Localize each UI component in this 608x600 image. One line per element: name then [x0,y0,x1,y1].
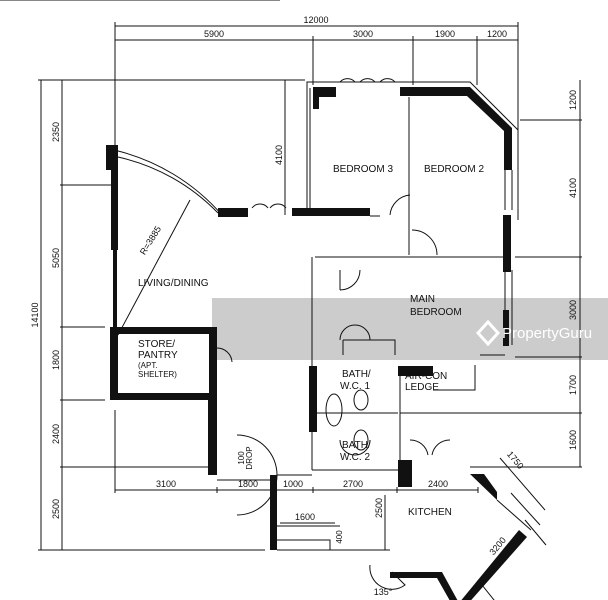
label-store-4: SHELTER) [138,370,177,379]
dim-right-5: 1600 [568,430,578,450]
label-living-dining: LIVING/DINING [138,278,209,289]
label-aircon-2: LEDGE [405,382,439,393]
label-bedroom-3: BEDROOM 3 [333,164,393,175]
watermark-band [212,298,608,360]
dim-bottom-3: 1000 [283,479,303,489]
bottom-dimensions: 3100 1800 1000 2700 2400 [114,410,479,493]
dim-bottom-5: 2400 [428,479,448,489]
dim-top-total: 12000 [303,15,328,25]
left-dimensions: 14100 2350 5050 1800 2400 2500 4100 [30,79,305,551]
label-bath-2b: W.C. 2 [340,452,370,463]
dim-kitchen-1600: 1600 [295,512,315,522]
dim-top-2: 3000 [353,29,373,39]
dim-right-1: 1200 [568,90,578,110]
label-store-1: STORE/ [138,339,175,350]
dim-left-4: 2400 [51,424,61,444]
dim-left-1: 2350 [51,122,61,142]
label-bath-1a: BATH/ [342,369,371,380]
dim-top-4: 1200 [487,29,507,39]
dim-kitchen-400: 400 [335,530,344,544]
propertyguru-watermark: PropertyGuru [475,319,592,347]
right-dimensions: 1200 4100 3000 1700 1600 [400,80,582,468]
dim-bottom-4: 2700 [343,479,363,489]
label-store-2: PANTRY [138,350,178,361]
room-labels: BEDROOM 3 BEDROOM 2 LIVING/DINING MAIN B… [138,164,484,518]
label-aircon-1: AIR-CON [405,371,447,382]
label-main-bedroom-2: BEDROOM [410,307,462,318]
propertyguru-logo-icon [475,319,501,347]
drop-label-2: DROP [245,446,254,469]
dim-top-3: 1900 [435,29,455,39]
top-dimensions: 12000 5900 3000 1900 1200 [114,15,519,160]
dim-left-3: 1800 [51,350,61,370]
label-bath-1b: W.C. 1 [340,381,370,392]
label-store-3: (APT. [138,361,158,370]
dim-right-2: 4100 [568,178,578,198]
dim-bottom-1: 3100 [156,479,176,489]
drop-label-1: 100 [237,451,246,465]
label-bath-2a: BATH/ [342,440,371,451]
dim-left-5: 2500 [51,499,61,519]
dim-bottom-2: 1800 [238,479,258,489]
dim-living-height: 4100 [274,145,284,165]
dim-kitchen-2500: 2500 [374,498,384,518]
dim-left-2: 5050 [51,248,61,268]
dim-right-4: 1700 [568,375,578,395]
radius-label: R=3885 [138,224,163,256]
dim-right-3: 3000 [568,300,578,320]
label-main-bedroom-1: MAIN [410,294,435,305]
walls [106,87,527,600]
label-bedroom-2: BEDROOM 2 [424,164,484,175]
dim-top-1: 5900 [204,29,224,39]
label-kitchen: KITCHEN [408,507,452,518]
partitions [113,78,547,600]
angle-label: 135° [374,587,393,597]
watermark-text: PropertyGuru [502,325,592,342]
dim-left-total: 14100 [30,302,40,327]
